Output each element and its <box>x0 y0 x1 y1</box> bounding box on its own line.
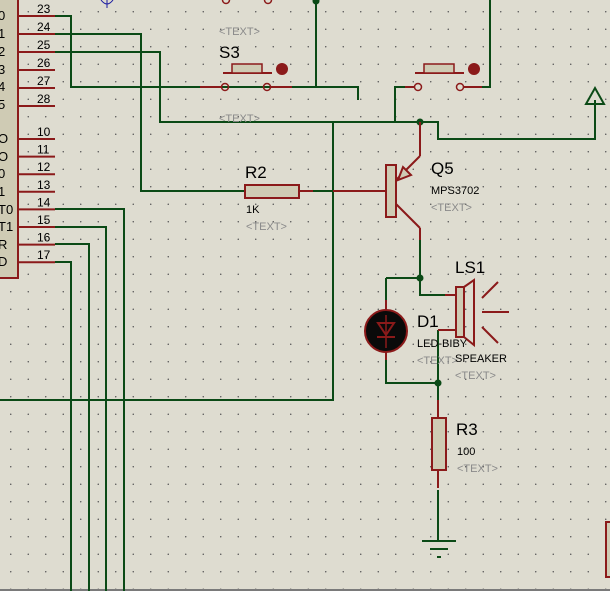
ls1-value: SPEAKER <box>455 353 507 365</box>
ic-pin-label: 4 <box>0 79 5 94</box>
wires <box>0 0 596 591</box>
d1-ref: D1 <box>417 312 439 331</box>
r2-value: 1K <box>246 204 260 216</box>
wire-d1-bottom[interactable] <box>385 352 438 384</box>
wire-pin25[interactable] <box>55 51 420 123</box>
ic-pins: 23 24 25 26 27 28 10 11 12 13 14 15 16 17 <box>18 2 55 264</box>
wire-to-vcc[interactable] <box>420 100 596 140</box>
ic-pin-label: 5 <box>0 97 5 112</box>
switch-actuator-icon[interactable] <box>468 63 480 75</box>
q5-ref: Q5 <box>431 159 454 178</box>
wire-pin24[interactable] <box>55 33 245 192</box>
s3-ref: S3 <box>219 43 240 62</box>
wire-pin23[interactable] <box>55 15 359 100</box>
ic-pin-label: 0 <box>0 166 5 181</box>
wire-pin15[interactable] <box>55 226 107 591</box>
ls1-ref: LS1 <box>455 258 485 277</box>
wire-sw-left[interactable] <box>394 86 405 122</box>
ic-pin-label: O <box>0 149 8 164</box>
ic-pin-label: 3 <box>0 62 5 77</box>
junctions <box>312 0 442 387</box>
ic-pin-number: 11 <box>37 143 50 157</box>
ic-pin-label: T0 <box>0 202 13 217</box>
net-text: <TEXT> <box>219 113 260 125</box>
r2-ref: R2 <box>245 163 267 182</box>
switch-actuator-icon[interactable] <box>276 63 288 75</box>
q5-value: MPS3702 <box>431 185 479 197</box>
ls1-text: <TEXT> <box>455 370 496 382</box>
ic-pin-number: 10 <box>37 125 51 139</box>
probe-icon <box>100 0 114 8</box>
ic-pin-label: 1 <box>0 184 5 199</box>
speaker-ls1[interactable] <box>438 278 509 348</box>
wire-pin17[interactable] <box>55 261 72 591</box>
ic-pin-number: 14 <box>37 195 51 209</box>
ic-pin-label: O <box>0 131 8 146</box>
r3-text: <TEXT> <box>457 463 498 475</box>
d1-value: LED-BIBY <box>417 338 468 350</box>
ic-pin-number: 25 <box>37 38 51 52</box>
ic-pin-label: R <box>0 237 7 252</box>
q5-text: <TEXT> <box>431 202 472 214</box>
ic-pin-number: 15 <box>37 213 51 227</box>
transistor-q5[interactable] <box>350 122 421 240</box>
ic-pin-label: D <box>0 254 7 269</box>
wire-ls1-top[interactable] <box>386 277 450 296</box>
resistor-r3[interactable] <box>431 400 447 488</box>
power-terminal-icon[interactable] <box>584 85 606 105</box>
wire-pin16[interactable] <box>55 243 90 591</box>
d1-text: <TEXT> <box>417 355 458 367</box>
switch-right[interactable] <box>405 63 482 92</box>
ic-pin-label: 1 <box>0 26 5 41</box>
r3-value: 100 <box>457 446 475 458</box>
ic-pin-number: 28 <box>37 92 51 106</box>
resistor-r2[interactable] <box>244 184 300 199</box>
s3-text-above: <TEXT> <box>219 26 260 38</box>
wire-sw-right[interactable] <box>480 0 491 88</box>
ic-pin-number: 24 <box>37 20 51 34</box>
ground-icon <box>422 540 456 558</box>
r3-ref: R3 <box>456 420 478 439</box>
offscreen-component[interactable] <box>605 521 610 578</box>
ic-pin-number: 17 <box>37 248 51 262</box>
junction-dot <box>312 0 320 5</box>
junction-dot <box>434 379 442 387</box>
ic-pin-number: 27 <box>37 74 51 88</box>
r2-text: <TEXT> <box>246 221 287 233</box>
ic-body[interactable] <box>0 0 19 279</box>
canvas-bottom-border <box>0 589 610 591</box>
wire-pin14[interactable] <box>55 208 125 591</box>
wire-return[interactable] <box>0 122 334 401</box>
ic-pin-label: T1 <box>0 219 13 234</box>
ic-pin-label: 2 <box>0 44 5 59</box>
wire-s3-up[interactable] <box>290 0 317 88</box>
ic-pin-number: 16 <box>37 231 51 245</box>
ic-pin-number: 13 <box>37 178 51 192</box>
ic-pin-number: 12 <box>37 160 51 174</box>
ic-pin-number: 26 <box>37 56 51 70</box>
ic-pin-number: 23 <box>37 2 51 16</box>
ic-pin-label: 0 <box>0 8 5 23</box>
switch-s3[interactable] <box>200 0 292 92</box>
junction-dot <box>416 274 424 282</box>
led-d1[interactable] <box>364 300 408 360</box>
